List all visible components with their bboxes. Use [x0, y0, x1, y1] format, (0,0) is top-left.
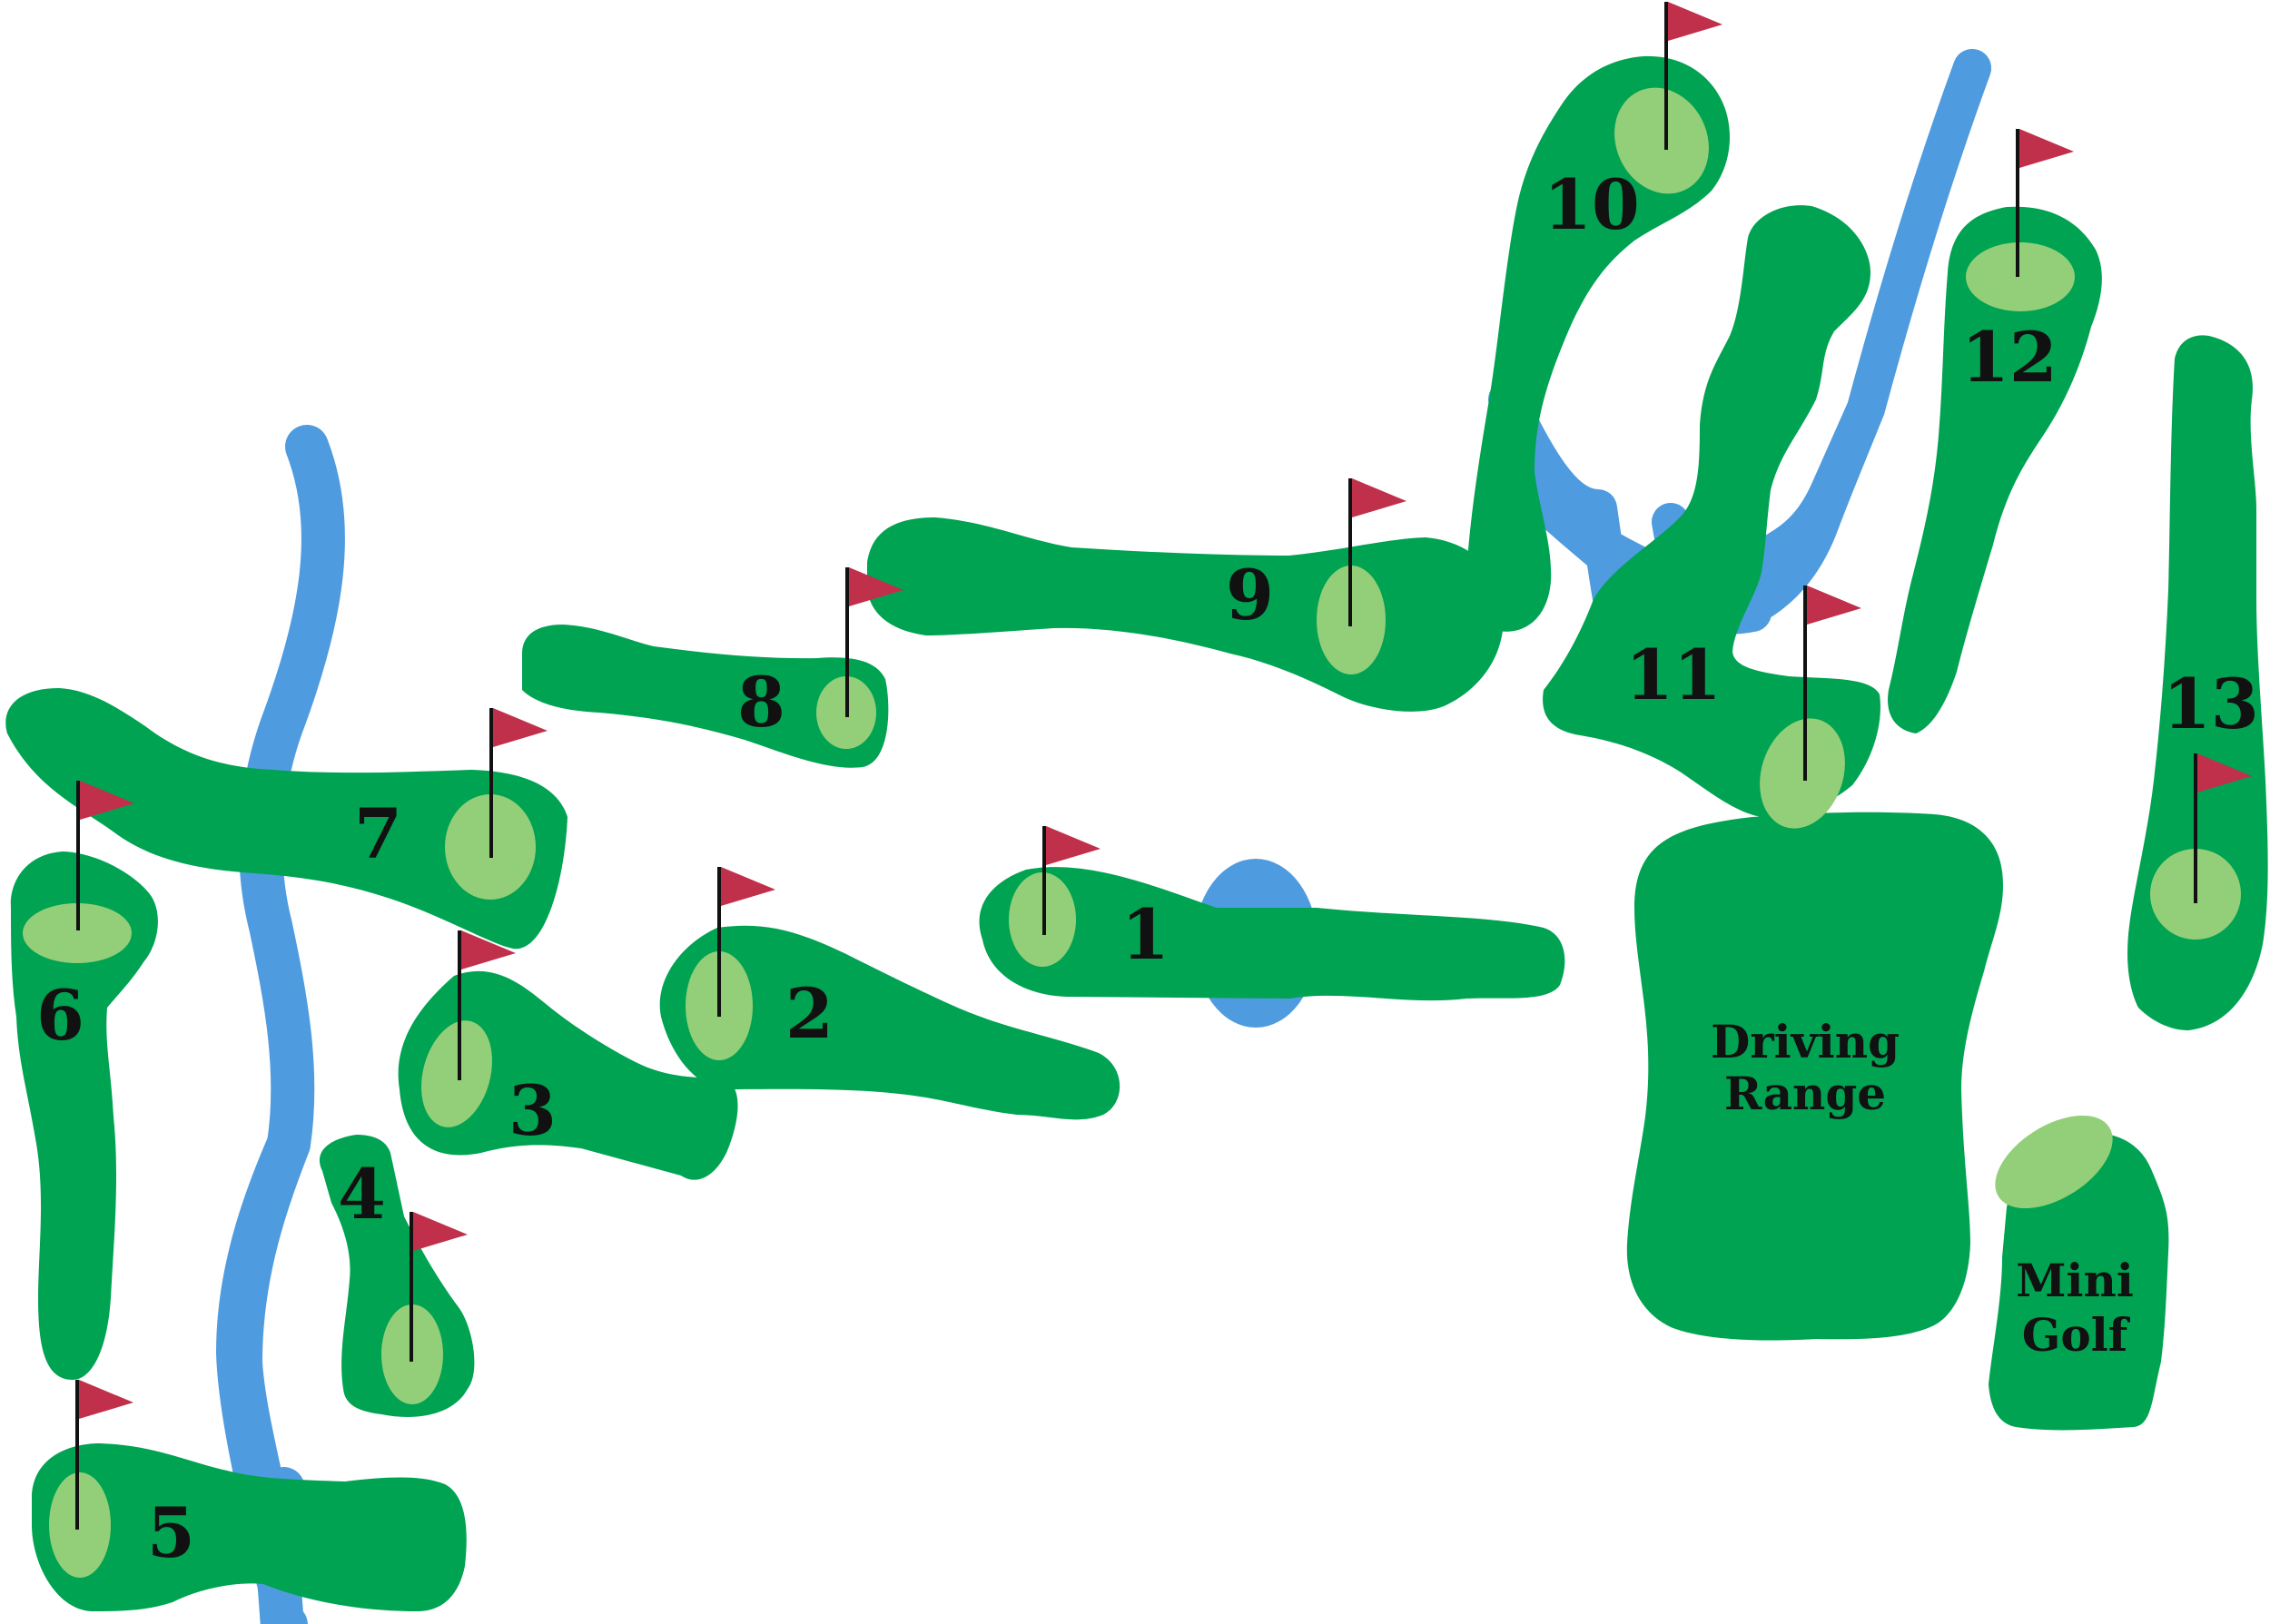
hole-number-3: 3	[508, 1070, 557, 1151]
fairway-hole-3	[398, 970, 738, 1180]
hole-number-13: 13	[2163, 664, 2259, 744]
flag-hole-11	[1803, 586, 1861, 781]
mini-golf-green	[1995, 1115, 2113, 1209]
driving-range-area	[1626, 812, 2003, 1341]
fairway-hole-11	[1543, 205, 1880, 818]
driving-range-label-line1: Driving	[1711, 1015, 1900, 1068]
fairway-hole-2	[659, 925, 1120, 1120]
hole-number-4: 4	[338, 1154, 386, 1235]
hole-number-9: 9	[1226, 555, 1274, 635]
fairway-hole-12	[1888, 206, 2102, 733]
fairway-hole-13	[2127, 335, 2268, 1030]
hole-number-12: 12	[1961, 317, 2058, 398]
fairway-hole-7	[5, 688, 568, 950]
green-hole-10	[1614, 87, 1709, 194]
green-hole-12	[1966, 242, 2075, 311]
hole-number-7: 7	[354, 793, 402, 874]
driving-range-label-line2: Range	[1724, 1067, 1886, 1120]
flag-hole-9	[1348, 478, 1406, 626]
flags	[75, 2, 2252, 1530]
green-hole-6	[23, 903, 132, 963]
flag-hole-6	[76, 781, 134, 930]
green-hole-11	[1760, 718, 1845, 829]
hole-number-1: 1	[1121, 894, 1170, 975]
flag-hole-12	[2016, 129, 2074, 277]
flag-hole-1	[1042, 826, 1100, 935]
hole-number-2: 2	[785, 973, 834, 1054]
fairway-hole-9	[867, 517, 1504, 712]
fairways	[5, 55, 2268, 1611]
flag-hole-10	[1664, 2, 1722, 150]
fairway-hole-6	[10, 851, 158, 1380]
facility-labels: Driving Range Mini Golf	[1711, 1015, 2134, 1362]
flag-hole-7	[489, 708, 548, 858]
flag-hole-3	[458, 930, 516, 1080]
fairway-hole-5	[32, 1443, 467, 1611]
fairway-hole-8	[522, 625, 889, 768]
hole-number-6: 6	[36, 975, 84, 1056]
mini-golf-label-line2: Golf	[2022, 1308, 2131, 1362]
flag-hole-13	[2194, 753, 2252, 903]
green-hole-3	[421, 1020, 492, 1127]
flag-hole-2	[717, 867, 775, 1017]
hole-number-10: 10	[1544, 164, 1640, 245]
mini-golf-label-line1: Mini	[2016, 1254, 2134, 1307]
hole-number-5: 5	[147, 1492, 195, 1573]
fairway-hole-1	[979, 867, 1565, 1001]
green-hole-5	[49, 1472, 111, 1578]
hole-labels: 1 2 3 4 5 6 7 8 9 10 11 12 13	[36, 164, 2259, 1573]
flag-hole-4	[410, 1212, 468, 1362]
flag-hole-8	[845, 567, 903, 717]
fairway-hole-10	[1466, 55, 1730, 632]
hole-number-11: 11	[1625, 635, 1722, 715]
flag-hole-5	[75, 1380, 133, 1530]
hole-number-8: 8	[737, 662, 785, 743]
